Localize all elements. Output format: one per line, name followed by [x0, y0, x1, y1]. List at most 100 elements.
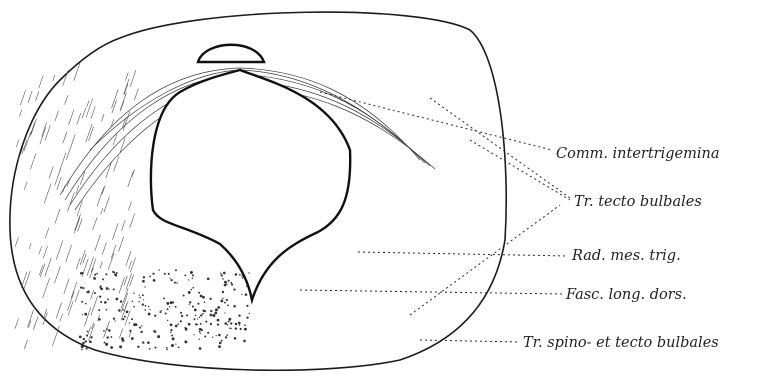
fiber-stroke — [126, 73, 129, 81]
stipple-dot — [241, 294, 242, 295]
stipple-dot — [139, 297, 141, 299]
fiber-stroke — [43, 278, 50, 298]
stipple-dot — [180, 312, 182, 314]
fiber-stroke — [66, 245, 72, 262]
stipple-dot — [222, 298, 223, 299]
stipple-dot — [175, 325, 178, 328]
fiber-stroke — [16, 140, 18, 147]
label-rad-mes-trig: Rad. mes. trig. — [571, 248, 681, 264]
stipple-dot — [192, 287, 194, 289]
stipple-dot — [184, 327, 185, 328]
stipple-dot — [81, 349, 83, 351]
fiber-stroke — [30, 91, 32, 98]
fiber-stroke — [63, 70, 68, 86]
stipple-dot — [186, 330, 187, 331]
stipple-dot — [198, 338, 199, 339]
stipple-dot — [228, 321, 230, 323]
stipple-dot — [184, 274, 186, 276]
stipple-dot — [210, 314, 213, 317]
stipple-dot — [133, 293, 134, 294]
stipple-dot — [200, 333, 201, 334]
stipple-dot — [106, 287, 109, 290]
stipple-dot — [129, 322, 130, 323]
fiber-stroke — [24, 340, 27, 349]
stipple-dot — [170, 323, 173, 326]
stipple-dot — [129, 330, 131, 332]
stipple-dot — [220, 300, 223, 303]
stipple-dot — [99, 296, 101, 298]
stipple-dot — [222, 278, 224, 280]
stipple-dot — [197, 318, 198, 319]
stipple-dot — [143, 299, 144, 300]
fiber-stroke — [100, 262, 102, 269]
stipple-dot — [79, 335, 82, 338]
stipple-dot — [114, 272, 115, 273]
stipple-dot — [89, 340, 92, 343]
stipple-dot — [195, 323, 197, 325]
fiber-stroke — [102, 185, 105, 194]
fiber-stroke — [95, 235, 101, 251]
stipple-dot — [131, 318, 133, 320]
stipple-dot — [98, 318, 101, 321]
stipple-dot — [204, 301, 206, 303]
stipple-dot — [142, 294, 144, 296]
stipple-dot — [177, 323, 179, 325]
stipple-dot — [199, 331, 201, 333]
stipple-dot — [166, 348, 168, 350]
stipple-dot — [228, 280, 230, 282]
stipple-dot — [221, 274, 223, 276]
stipple-dot — [106, 328, 108, 330]
fiber-stroke — [49, 166, 53, 178]
stipple-dot — [148, 313, 151, 316]
fiber-stroke — [82, 108, 86, 119]
label-comm-intertrigemina: Comm. intertrigemina — [556, 146, 720, 162]
fiber-stroke — [55, 266, 61, 283]
stipple-dot — [168, 273, 170, 275]
stipple-dot — [230, 282, 232, 284]
stipple-dot — [149, 275, 151, 277]
stipple-dot — [226, 334, 228, 336]
central-canal — [151, 70, 350, 300]
fiber-stroke — [106, 161, 112, 178]
fiber-stroke — [126, 273, 132, 290]
stipple-dot — [93, 277, 95, 279]
fiber-stroke — [19, 110, 21, 117]
fiber-stroke — [33, 317, 38, 330]
fiber-stroke — [91, 290, 94, 299]
fiber-stroke — [124, 276, 127, 286]
stipple-dot — [153, 279, 156, 282]
stipple-dot — [175, 343, 176, 344]
stipple-dot — [142, 280, 145, 283]
fiber-stroke — [45, 258, 51, 276]
stipple-dot — [116, 272, 118, 274]
stipple-dot — [244, 324, 246, 326]
fiber-stroke — [120, 93, 126, 110]
stipple-dot — [87, 331, 89, 333]
fiber-stroke — [65, 95, 68, 104]
stipple-dot — [186, 314, 188, 316]
stipple-dot — [239, 274, 241, 276]
fiber-stroke — [24, 182, 27, 190]
stipple-dot — [131, 337, 134, 340]
stipple-dot — [229, 328, 231, 330]
stipple-dot — [110, 346, 113, 349]
stipple-dot — [133, 323, 136, 326]
stipple-dot — [105, 343, 108, 346]
stipple-dot — [214, 312, 217, 315]
stipple-dot — [105, 273, 107, 275]
stipple-dot — [202, 313, 204, 315]
stipple-dot — [194, 310, 196, 312]
stipple-dot — [114, 320, 115, 321]
fiber-stroke — [76, 185, 79, 194]
stipple-dot — [192, 305, 194, 307]
stipple-dot — [119, 345, 122, 348]
fiber-stroke — [119, 237, 124, 252]
stipple-dot — [96, 273, 98, 275]
stipple-dot — [98, 309, 100, 311]
fiber-stroke — [66, 140, 73, 159]
stipple-dot — [240, 328, 242, 330]
fiber-stroke — [114, 156, 119, 172]
ventral-stipple — [79, 269, 250, 350]
stipple-dot — [113, 288, 115, 290]
